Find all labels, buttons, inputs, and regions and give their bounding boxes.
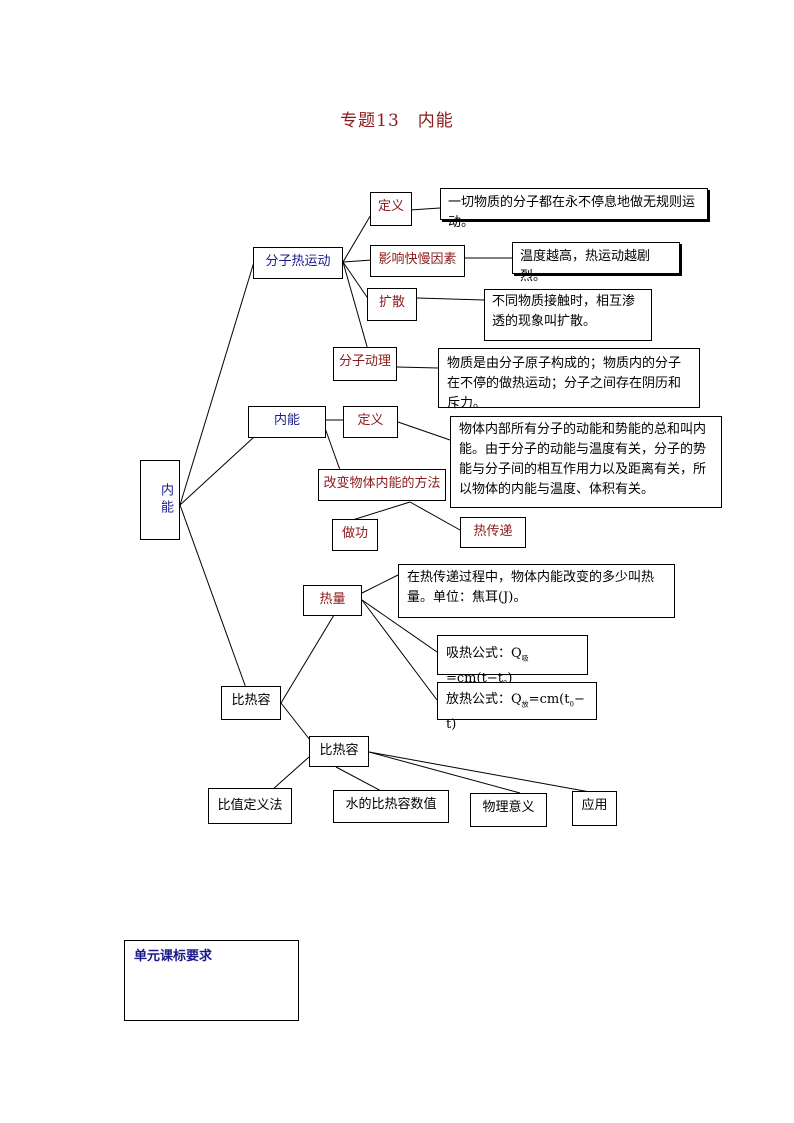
internal-energy-node: 内能: [248, 406, 326, 438]
diffusion-node: 扩散: [367, 288, 417, 321]
energy-definition-node: 定义: [343, 406, 398, 438]
release-formula: 放热公式：Q放=cm(t0− t): [437, 682, 597, 732]
absorb-formula: 吸热公式：Q吸=cm(t−t0): [437, 635, 588, 687]
motion-definition-node: 定义: [370, 192, 412, 226]
speed-factor-text: 温度越高，热运动越剧烈。: [512, 242, 680, 284]
release-mid: =cm(t: [528, 692, 570, 707]
ratio-definition-node: 比值定义法: [208, 788, 292, 824]
absorb-sub: 吸: [521, 654, 529, 663]
kinetic-theory-text: 物质是由分子原子构成的；物质内的分子在不停的做热运动；分子之间存在阴历和斥力。: [438, 348, 700, 411]
motion-definition-text: 一切物质的分子都在永不停息地做无规则运动。: [440, 188, 708, 230]
physical-meaning-node: 物理意义: [470, 793, 547, 827]
absorb-end: ): [507, 670, 513, 686]
heat-transfer-node: 热传递: [460, 517, 526, 548]
application-node: 应用: [572, 791, 617, 826]
release-sub: 放: [521, 700, 529, 709]
diffusion-text: 不同物质接触时，相互渗透的现象叫扩散。: [484, 289, 652, 341]
specific-heat-sub-node: 比热容: [309, 736, 369, 767]
heat-quantity-text: 在热传递过程中，物体内能改变的多少叫热量。单位：焦耳(J)。: [398, 564, 675, 618]
heat-quantity-node: 热量: [303, 585, 362, 616]
release-end: − t): [446, 692, 585, 732]
specific-heat-node: 比热容: [221, 686, 281, 720]
release-sub2: 0: [569, 700, 574, 709]
work-node: 做功: [332, 519, 378, 551]
change-methods-node: 改变物体内能的方法: [318, 469, 446, 501]
energy-definition-text: 物体内部所有分子的动能和势能的总和叫内能。由于分子的动能与温度有关，分子的势能与…: [450, 416, 722, 508]
molecular-motion-node: 分子热运动: [253, 247, 343, 279]
release-prefix: 放热公式：Q: [446, 692, 522, 707]
page-title: 专题13 内能: [340, 111, 454, 131]
water-value-node: 水的比热容数值: [333, 790, 449, 823]
root-node: 内能: [140, 460, 180, 540]
absorb-prefix: 吸热公式：Q: [446, 646, 522, 661]
kinetic-theory-node: 分子动理: [333, 347, 397, 381]
unit-requirements-box: 单元课标要求: [124, 940, 299, 1021]
speed-factor-node: 影响快慢因素: [370, 245, 465, 277]
absorb-mid: =cm(t−t: [446, 670, 503, 686]
